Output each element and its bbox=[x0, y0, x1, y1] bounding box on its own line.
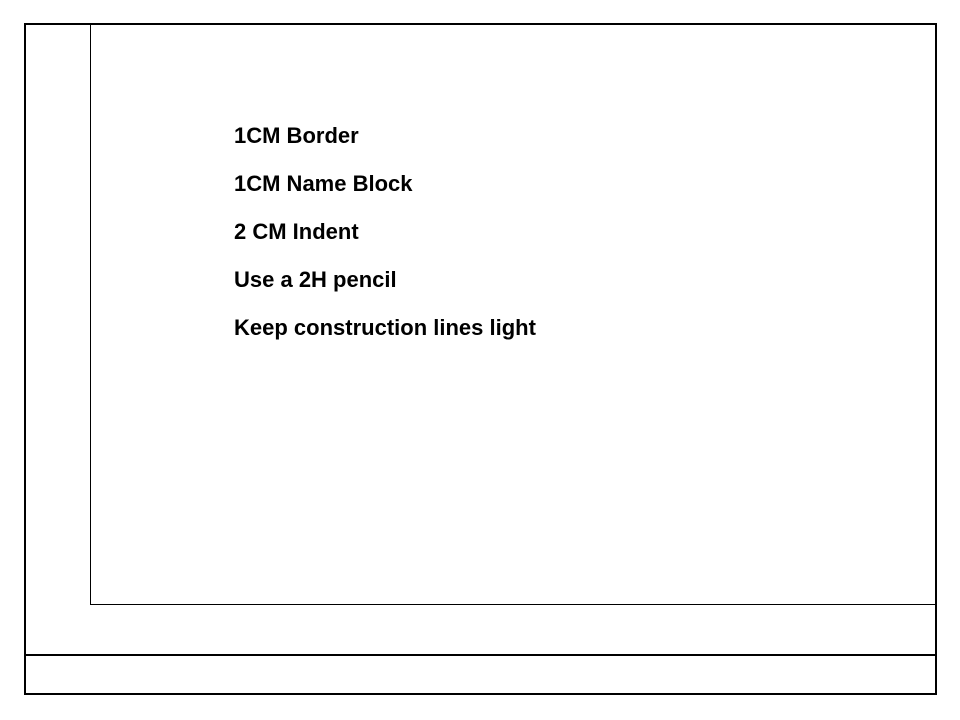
indent-frame bbox=[90, 23, 936, 605]
instruction-list: 1CM Border 1CM Name Block 2 CM Indent Us… bbox=[234, 124, 536, 364]
instruction-name-block: 1CM Name Block bbox=[234, 171, 413, 196]
instruction-border: 1CM Border bbox=[234, 123, 359, 148]
instruction-construction-lines: Keep construction lines light bbox=[234, 315, 536, 340]
page-border bbox=[24, 23, 937, 695]
instruction-pencil: Use a 2H pencil bbox=[234, 267, 397, 292]
name-block-divider bbox=[24, 654, 937, 656]
instruction-indent: 2 CM Indent bbox=[234, 219, 359, 244]
